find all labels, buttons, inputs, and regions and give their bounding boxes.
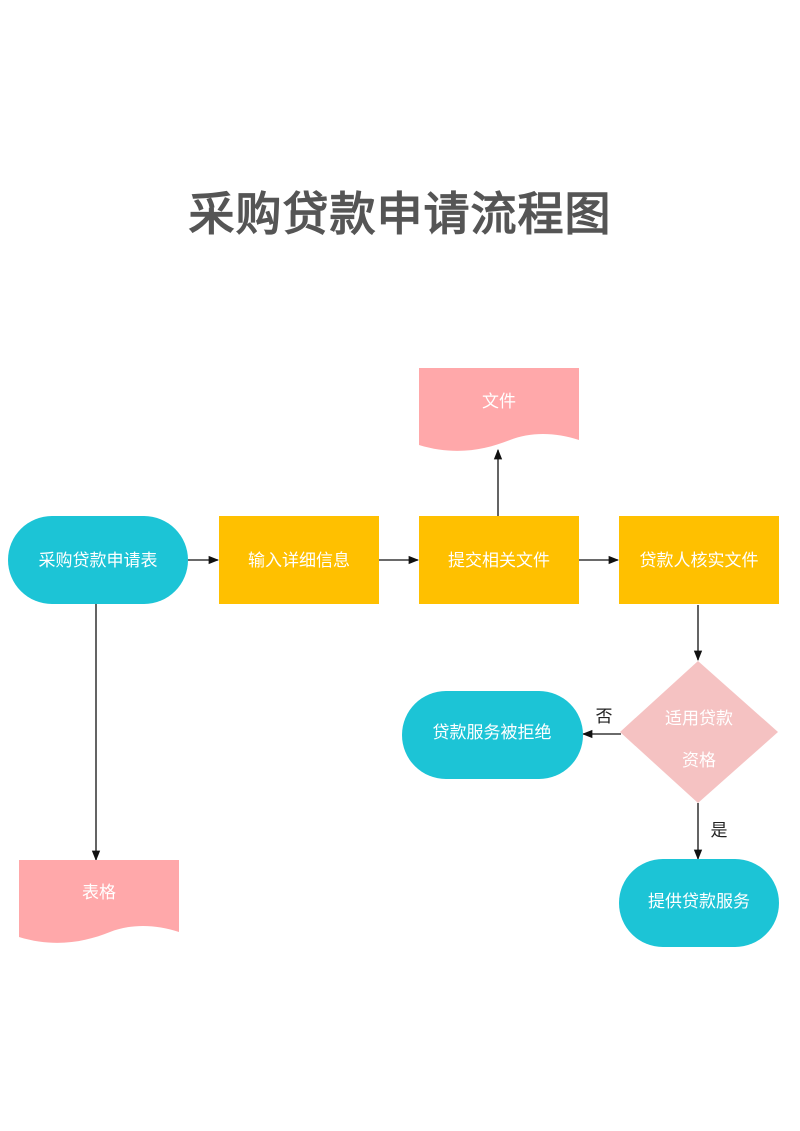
node-rejected-label: 贷款服务被拒绝: [433, 723, 552, 743]
node-application-form-label: 采购贷款申请表: [39, 551, 158, 571]
node-loan-officer-verify: 贷款人核实文件: [619, 516, 779, 604]
node-enter-details: 输入详细信息: [219, 516, 379, 604]
node-form: 表格: [19, 860, 179, 943]
node-loan-officer-verify-label: 贷款人核实文件: [640, 551, 759, 571]
node-provide-service-label: 提供贷款服务: [648, 892, 750, 912]
edge-label-no: 否: [596, 707, 613, 727]
node-decision-label-line2: 资格: [682, 751, 716, 771]
node-submit-documents-label: 提交相关文件: [448, 551, 550, 571]
node-documents-label: 文件: [482, 392, 516, 412]
node-provide-service: 提供贷款服务: [619, 859, 779, 947]
connectors: [91, 448, 703, 862]
node-enter-details-label: 输入详细信息: [248, 551, 350, 571]
node-decision-label-line1: 适用贷款: [665, 709, 733, 729]
node-submit-documents: 提交相关文件: [419, 516, 579, 604]
page-title: 采购贷款申请流程图: [188, 187, 612, 241]
node-form-label: 表格: [82, 883, 116, 903]
node-decision-eligibility: 适用贷款 资格: [620, 661, 778, 803]
node-application-form: 采购贷款申请表: [8, 516, 188, 604]
edge-label-yes: 是: [711, 821, 728, 841]
node-rejected: 贷款服务被拒绝: [402, 691, 583, 779]
node-documents: 文件: [419, 368, 579, 451]
